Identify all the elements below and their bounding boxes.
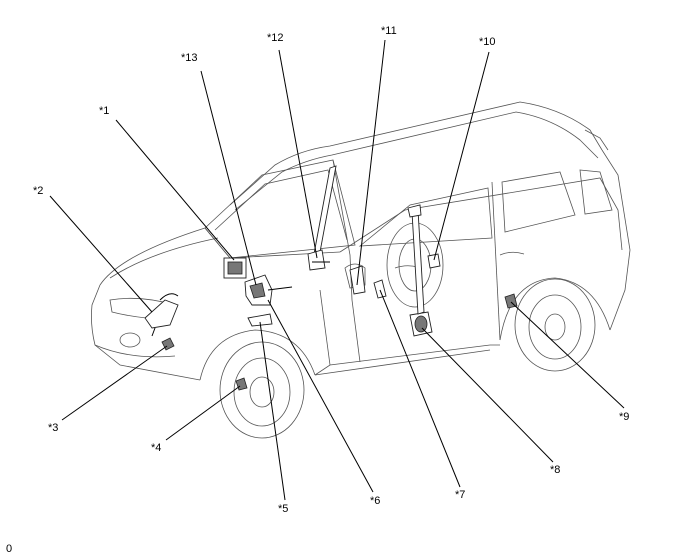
callout-9: *9 <box>619 411 629 423</box>
callout-10: *10 <box>479 36 496 48</box>
callout-labels: *1 *2 *3 *4 *5 *6 *7 *8 *9 *10 *11 *12 *… <box>33 25 629 515</box>
callout-8: *8 <box>550 464 560 476</box>
callout-6: *6 <box>370 495 380 507</box>
leader-lines <box>49 39 625 501</box>
callout-5: *5 <box>278 503 288 515</box>
part-1-ecu <box>223 257 247 279</box>
component-parts <box>144 165 518 391</box>
callout-2: *2 <box>33 185 43 197</box>
rear-seatbelt <box>407 204 425 315</box>
part-12-seatbelt <box>307 165 337 271</box>
callout-11: *11 <box>381 25 397 37</box>
callout-12: *12 <box>267 32 284 44</box>
part-6-steering-assembly <box>244 274 293 306</box>
part-10-anchor <box>427 253 441 269</box>
callout-7: *7 <box>455 489 465 501</box>
part-8-retractor <box>409 311 433 337</box>
footer-text: 0 <box>6 543 13 555</box>
part-2-front-sensor <box>144 293 179 337</box>
callout-4: *4 <box>151 442 161 454</box>
callout-3: *3 <box>48 422 58 434</box>
part-7-sensor <box>373 279 387 299</box>
callout-13: *13 <box>181 52 198 64</box>
vehicle-outline <box>91 101 631 439</box>
callout-1: *1 <box>99 105 109 117</box>
part-5-bracket <box>247 313 273 327</box>
